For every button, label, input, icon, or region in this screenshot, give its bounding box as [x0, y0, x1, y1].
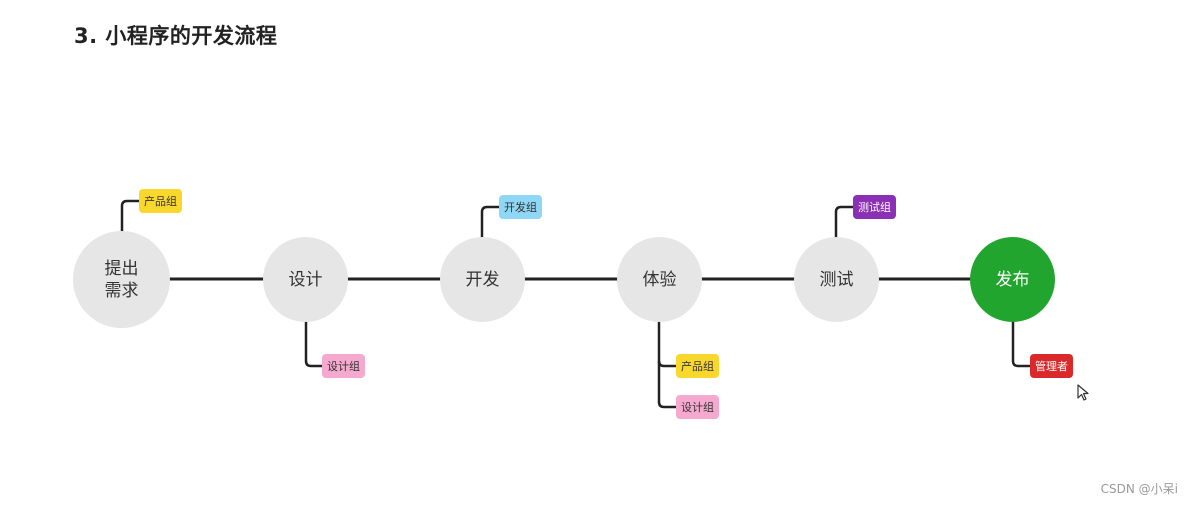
tag-design-group: 设计组: [322, 354, 365, 378]
step-label: 提出 需求: [104, 258, 139, 301]
connector-design-group: [304, 321, 323, 368]
connector-product-group: [120, 199, 140, 232]
tag-dev-group: 开发组: [499, 195, 542, 219]
connector-experience-groups: [657, 321, 677, 409]
step-experience: 体验: [617, 237, 702, 322]
step-release: 发布: [970, 237, 1055, 322]
connector-dev-group: [480, 205, 500, 238]
mouse-cursor-icon: [1077, 384, 1089, 401]
step-label: 测试: [819, 269, 854, 290]
page-title: 3. 小程序的开发流程: [74, 24, 278, 48]
connector-admin: [1011, 321, 1031, 368]
tag-admin: 管理者: [1030, 354, 1073, 378]
tag-test-group: 测试组: [853, 195, 896, 219]
step-testing: 测试: [794, 237, 879, 322]
tag-product-group-experience: 产品组: [676, 354, 719, 378]
step-design: 设计: [263, 237, 348, 322]
connector-test-group: [834, 205, 854, 238]
connector-experience-product: [657, 360, 677, 368]
tag-design-group-experience: 设计组: [676, 395, 719, 419]
step-label: 发布: [995, 269, 1030, 290]
step-label: 体验: [642, 269, 677, 290]
tag-product-group: 产品组: [139, 189, 182, 213]
step-label: 开发: [465, 269, 500, 290]
step-development: 开发: [440, 237, 525, 322]
watermark: CSDN @小呆i: [1100, 482, 1178, 496]
step-requirements: 提出 需求: [73, 231, 170, 328]
step-label: 设计: [288, 269, 323, 290]
